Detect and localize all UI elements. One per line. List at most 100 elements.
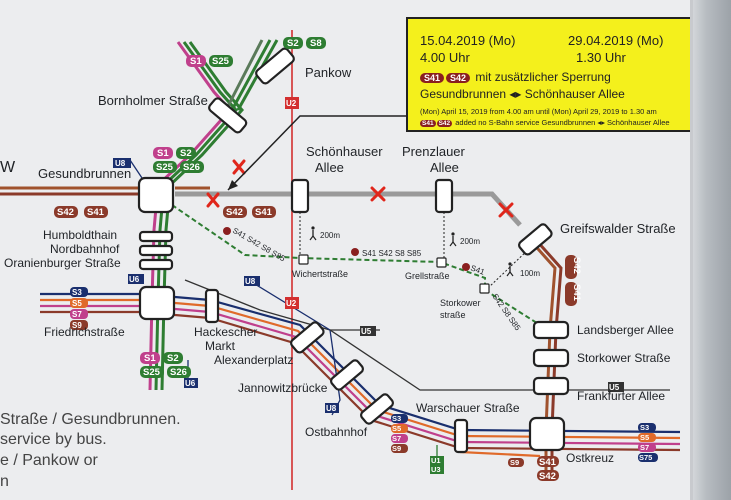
label-storkower: Storkower Straße bbox=[577, 351, 671, 365]
bus-stop-wichert bbox=[298, 254, 309, 265]
notice-en-badge-s42: S42 bbox=[436, 120, 453, 127]
badge-s2-gb: S2 bbox=[180, 148, 192, 159]
station-boxes bbox=[137, 47, 570, 454]
station-gesundbrunnen bbox=[137, 176, 175, 214]
badge-s26-gb: S26 bbox=[183, 162, 200, 173]
label-hackescher: Hackescher bbox=[194, 325, 257, 339]
badge-s5-east: S5 bbox=[392, 424, 401, 433]
badge-s41-west: S41 bbox=[87, 207, 105, 218]
disruption-notice: 15.04.2019 (Mo) 29.04.2019 (Mo) 4.00 Uhr… bbox=[406, 17, 723, 132]
bus-stop-storkower bbox=[479, 283, 490, 294]
badge-u2-south: U2 bbox=[286, 299, 297, 308]
notice-date-from: 15.04.2019 (Mo) bbox=[420, 33, 516, 48]
label-greifswalder: Greifswalder Straße bbox=[560, 221, 676, 236]
label-schoenhauser-2: Allee bbox=[315, 160, 344, 175]
badge-s42-east: S42 bbox=[226, 207, 243, 218]
label-jannowitz: Jannowitzbrücke bbox=[238, 381, 328, 395]
station-landsberger bbox=[532, 320, 570, 340]
badge-s1-top: S1 bbox=[190, 56, 202, 67]
walking-person-icon bbox=[506, 262, 514, 277]
label-schoenhauser: Schönhauser bbox=[306, 144, 383, 159]
station-warschauer bbox=[453, 418, 469, 454]
cross-icon bbox=[232, 159, 246, 175]
bottom-text-line-3: e / Pankow or bbox=[0, 452, 98, 469]
badge-s3-east: S3 bbox=[392, 414, 401, 423]
badge-u5-east: U5 bbox=[609, 383, 620, 392]
badge-u5-mid: U5 bbox=[361, 327, 372, 336]
walk-link-greifswalder bbox=[487, 247, 531, 289]
label-storkower-bus-2: straße bbox=[440, 310, 466, 320]
station-hackescher bbox=[204, 288, 220, 324]
station-pankow bbox=[255, 47, 295, 85]
frame-pole bbox=[690, 0, 731, 500]
badge-s1-gb: S1 bbox=[157, 148, 169, 159]
label-prenzlauer-2: Allee bbox=[430, 160, 459, 175]
label-storkower-bus: Storkower bbox=[440, 298, 481, 308]
label-ostkreuz: Ostkreuz bbox=[566, 451, 614, 465]
notice-en-text: added no S-Bahn service Gesundbrunnen ◂▸… bbox=[455, 118, 670, 127]
station-ostbahnhof bbox=[360, 393, 394, 425]
station-frankfurter bbox=[532, 376, 570, 396]
label-nordbahnhof: Nordbahnhof bbox=[50, 242, 120, 256]
label-humboldthain: Humboldthain bbox=[43, 228, 117, 242]
bottom-text-line-4: n bbox=[0, 473, 9, 490]
walking-person-icon bbox=[449, 232, 457, 247]
badge-s42-ostkreuz: S42 bbox=[539, 471, 556, 482]
bus-route-east bbox=[484, 289, 541, 326]
station-humboldthain bbox=[138, 230, 174, 243]
bus-icon bbox=[351, 248, 359, 256]
station-alexanderplatz bbox=[290, 321, 325, 354]
bus-stop-grell bbox=[436, 257, 447, 268]
badge-s41-ring: S41 bbox=[571, 284, 582, 302]
label-friedrichstrasse: Friedrichstraße bbox=[44, 325, 125, 339]
bus-lines-2: S41 S42 S8 S85 bbox=[362, 249, 422, 258]
label-hackescher-2: Markt bbox=[205, 339, 236, 353]
badge-s25-south: S25 bbox=[143, 367, 161, 378]
badge-s25-top: S25 bbox=[212, 56, 230, 67]
badge-u3: U3 bbox=[431, 465, 441, 474]
badge-s9-ostkreuz: S9 bbox=[510, 458, 519, 467]
badge-s3-west: S3 bbox=[72, 288, 82, 297]
label-frankfurter: Frankfurter Allee bbox=[577, 389, 665, 403]
notice-time-to: 1.30 Uhr bbox=[576, 50, 626, 65]
station-jannowitz bbox=[330, 359, 364, 391]
station-friedrichstrasse bbox=[138, 285, 176, 321]
bus-icon bbox=[223, 227, 231, 235]
bus-replacement-route bbox=[171, 204, 486, 290]
notice-date-to: 29.04.2019 (Mo) bbox=[568, 33, 664, 48]
label-gesundbrunnen: Gesundbrunnen bbox=[38, 166, 131, 181]
badge-s9-east: S9 bbox=[392, 444, 401, 453]
bus-icon bbox=[462, 263, 470, 271]
notice-badge-s42: S42 bbox=[446, 73, 471, 83]
label-oranienburger: Oranienburger Straße bbox=[4, 256, 121, 270]
bottom-text-line-1: Straße / Gesundbrunnen. bbox=[0, 411, 181, 428]
badge-u6-south: U6 bbox=[185, 379, 196, 388]
badge-u8-mid: U8 bbox=[245, 277, 256, 286]
bus-badge-icons bbox=[223, 227, 470, 271]
label-grell: Grellstraße bbox=[405, 271, 450, 281]
badge-s5-far: S5 bbox=[640, 433, 649, 442]
station-prenzlauer bbox=[434, 178, 454, 214]
badge-u8-north: U8 bbox=[115, 159, 126, 168]
bottom-text-line-2: service by bus. bbox=[0, 431, 107, 448]
badge-s75-far: S75 bbox=[639, 453, 652, 462]
badge-s41-east: S41 bbox=[255, 207, 273, 218]
station-greifswalder bbox=[518, 223, 553, 256]
badge-s9-west: S9 bbox=[72, 321, 82, 330]
badge-s7-far: S7 bbox=[640, 443, 649, 452]
notice-section: Gesundbrunnen ◂▸ Schönhauser Allee bbox=[420, 87, 625, 101]
cross-icon bbox=[370, 186, 386, 202]
badge-s5-west: S5 bbox=[72, 299, 82, 308]
notice-closure-text: mit zusätzlicher Sperrung bbox=[475, 70, 611, 84]
badge-u8-south: U8 bbox=[326, 404, 337, 413]
badge-s2-south: S2 bbox=[167, 353, 179, 364]
notice-en-badge-s41: S41 bbox=[420, 120, 436, 127]
label-wichert: Wichertstraße bbox=[292, 269, 348, 279]
notice-en-line-1: (Mon) April 15, 2019 from 4.00 am until … bbox=[420, 107, 657, 116]
label-landsberger: Landsberger Allee bbox=[577, 323, 674, 337]
station-ostkreuz bbox=[528, 416, 566, 452]
badge-s7-west: S7 bbox=[72, 310, 82, 319]
walking-person-icon bbox=[309, 226, 317, 241]
